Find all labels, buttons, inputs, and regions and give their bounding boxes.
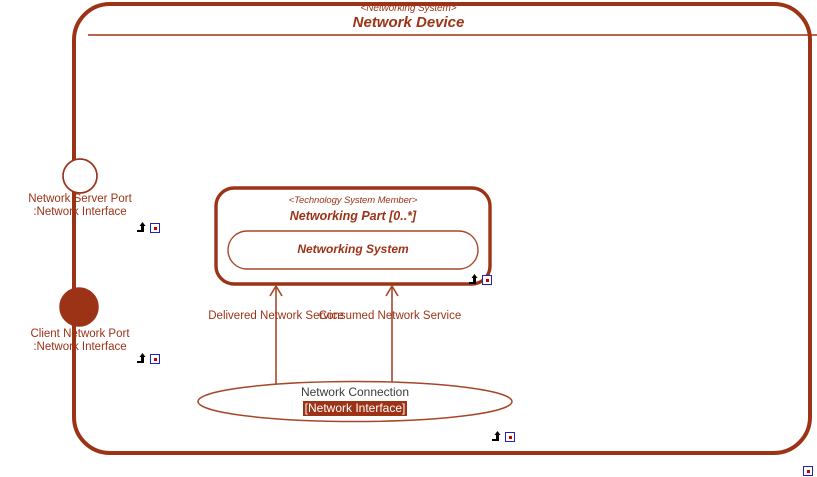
block-stereotype: <Networking System> xyxy=(360,3,457,14)
network-server-port-name: Network Server Port xyxy=(28,193,132,205)
anchor-arrow-icon[interactable] xyxy=(137,222,149,234)
network-server-port-symbol[interactable] xyxy=(62,158,98,194)
network-server-port-type: :Network Interface xyxy=(33,205,127,218)
client-network-port-label: Client Network Port :Network Interface xyxy=(0,328,160,354)
note-square-icon[interactable] xyxy=(150,353,161,365)
block-frame[interactable] xyxy=(72,2,812,455)
network-server-port-label: Network Server Port :Network Interface xyxy=(0,193,160,219)
note-square-icon[interactable] xyxy=(150,222,161,234)
part-name: Networking Part [0..*] xyxy=(289,209,417,223)
marker-network-server-port xyxy=(137,222,163,235)
inner-part-name: Networking System xyxy=(297,242,409,256)
client-network-port-symbol[interactable] xyxy=(59,287,99,327)
inner-part-frame[interactable] xyxy=(227,230,479,270)
network-connection-name: Network Connection xyxy=(300,385,410,399)
block-name: Network Device xyxy=(352,14,465,31)
note-square-icon[interactable] xyxy=(505,431,516,443)
part-stereotype: <Technology System Member> xyxy=(288,195,418,206)
client-network-port-name: Client Network Port xyxy=(30,328,130,340)
marker-canvas-corner xyxy=(803,464,815,477)
anchor-arrow-icon[interactable] xyxy=(492,431,504,443)
marker-client-network-port xyxy=(137,353,163,366)
connector-consumed-network-service[interactable] xyxy=(385,284,399,390)
client-network-port-type: :Network Interface xyxy=(33,340,127,353)
connector-delivered-network-service[interactable] xyxy=(269,284,283,390)
anchor-arrow-icon[interactable] xyxy=(469,274,481,286)
anchor-arrow-icon[interactable] xyxy=(137,353,149,365)
consumed-network-service-label: Consumed Network Service xyxy=(318,310,462,322)
marker-network-connection xyxy=(492,431,518,444)
delivered-network-service-label: Delivered Network Service xyxy=(208,310,344,322)
network-connection-type-wrap: [Network Interface] xyxy=(198,399,512,417)
note-square-icon[interactable] xyxy=(803,465,814,477)
note-square-icon[interactable] xyxy=(482,274,493,286)
marker-networking-part xyxy=(469,274,495,287)
network-connection-type-selected[interactable]: [Network Interface] xyxy=(302,401,408,417)
